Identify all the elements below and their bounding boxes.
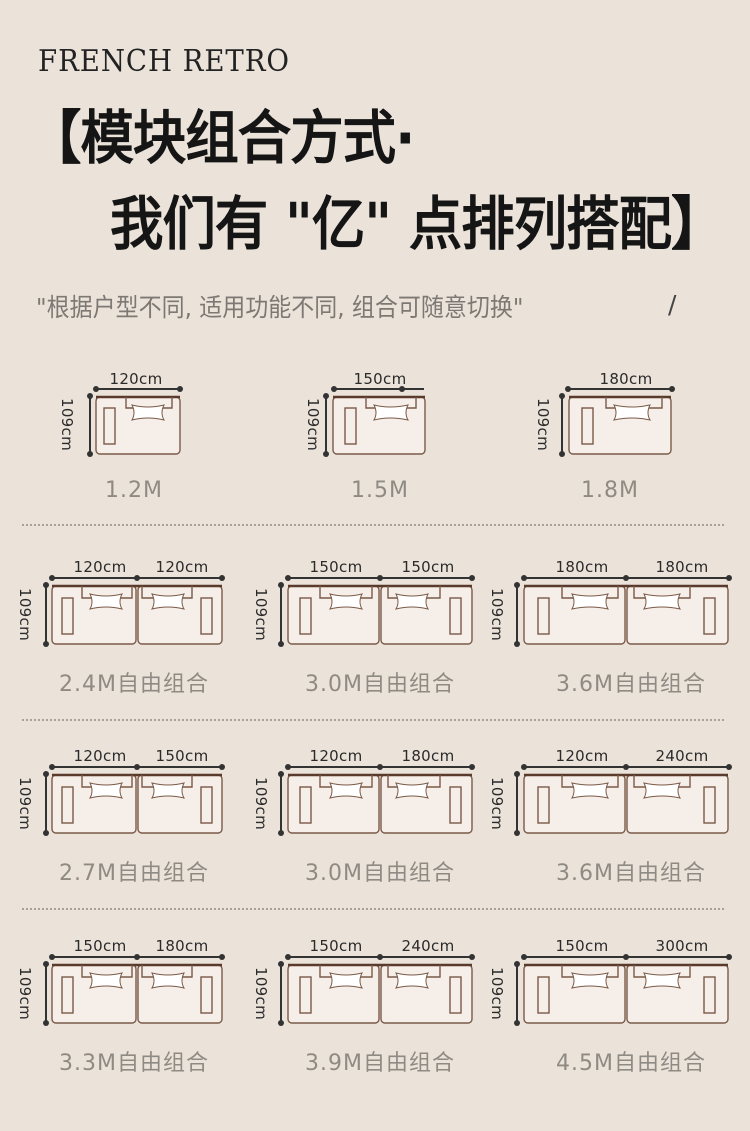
sofa-combo-plan-icon (43, 954, 225, 1026)
combo-caption: 3.0M自由组合 (305, 861, 455, 886)
left-width-label: 150cm (555, 937, 609, 955)
subtitle: "根据户型不同, 适用功能不同, 组合可随意切换" (36, 293, 524, 322)
single-sofa-2: 150cm 109cm 1.5M (300, 368, 450, 508)
combo-sofa: 150cm 180cm 109cm 3.3M自由组合 (14, 937, 244, 1077)
right-width-label: 150cm (155, 747, 209, 765)
combo-caption: 2.4M自由组合 (59, 672, 209, 697)
combo-caption: 3.6M自由组合 (556, 861, 706, 886)
right-width-label: 180cm (155, 937, 209, 955)
dotted-divider (22, 719, 724, 721)
combo-sofa: 120cm 120cm 109cm 2.4M自由组合 (14, 558, 244, 698)
right-width-label: 180cm (655, 558, 709, 576)
combo-sofa: 120cm 150cm 109cm 2.7M自由组合 (14, 747, 244, 887)
combo-sofa: 150cm 300cm 109cm 4.5M自由组合 (486, 937, 736, 1077)
combo-caption: 3.3M自由组合 (59, 1051, 209, 1076)
dotted-divider (22, 524, 724, 526)
sofa-combo-plan-icon (278, 575, 475, 647)
sofa-combo-plan-icon (278, 954, 475, 1026)
left-width-label: 150cm (309, 937, 363, 955)
right-width-label: 180cm (401, 747, 455, 765)
combo-sofa: 180cm 180cm 109cm 3.6M自由组合 (486, 558, 736, 698)
combo-caption: 3.9M自由组合 (305, 1051, 455, 1076)
dotted-divider (22, 908, 724, 910)
width-label: 150cm (353, 370, 407, 388)
sofa-combo-plan-icon (514, 575, 732, 647)
sofa-combo-plan-icon (43, 764, 225, 836)
right-width-label: 300cm (655, 937, 709, 955)
headline-line-1: 【模块组合方式· (28, 104, 415, 172)
single-sofa-1: 120cm 109cm 1.2M (54, 368, 194, 508)
combo-caption: 3.6M自由组合 (556, 672, 706, 697)
combo-sofa: 150cm 150cm 109cm 3.0M自由组合 (250, 558, 485, 698)
right-width-label: 150cm (401, 558, 455, 576)
headline-line-2: 我们有 "亿" 点排列搭配】 (110, 190, 724, 258)
sofa-plan-icon (323, 386, 426, 457)
size-caption: 1.8M (581, 478, 639, 503)
sofa-plan-icon (87, 386, 183, 457)
sofa-combo-plan-icon (514, 764, 732, 836)
sofa-combo-plan-icon (43, 575, 225, 647)
combo-caption: 3.0M自由组合 (305, 672, 455, 697)
size-caption: 1.5M (351, 478, 409, 503)
sofa-plan-icon (559, 386, 675, 457)
brand-title: FRENCH RETRO (38, 44, 290, 79)
left-width-label: 150cm (309, 558, 363, 576)
combo-sofa: 120cm 240cm 109cm 3.6M自由组合 (486, 747, 736, 887)
left-width-label: 120cm (309, 747, 363, 765)
left-width-label: 180cm (555, 558, 609, 576)
size-caption: 1.2M (105, 478, 163, 503)
combo-sofa: 120cm 180cm 109cm 3.0M自由组合 (250, 747, 485, 887)
width-label: 180cm (599, 370, 653, 388)
right-width-label: 240cm (655, 747, 709, 765)
left-width-label: 120cm (73, 558, 127, 576)
combo-caption: 4.5M自由组合 (556, 1051, 706, 1076)
width-label: 120cm (109, 370, 163, 388)
sofa-combo-plan-icon (514, 954, 732, 1026)
combo-caption: 2.7M自由组合 (59, 861, 209, 886)
left-width-label: 120cm (555, 747, 609, 765)
right-width-label: 240cm (401, 937, 455, 955)
combo-sofa: 150cm 240cm 109cm 3.9M自由组合 (250, 937, 485, 1077)
single-sofa-3: 180cm 109cm 1.8M (530, 368, 680, 508)
right-width-label: 120cm (155, 558, 209, 576)
left-width-label: 120cm (73, 747, 127, 765)
slash-mark: / (668, 290, 677, 319)
left-width-label: 150cm (73, 937, 127, 955)
sofa-combo-plan-icon (278, 764, 475, 836)
